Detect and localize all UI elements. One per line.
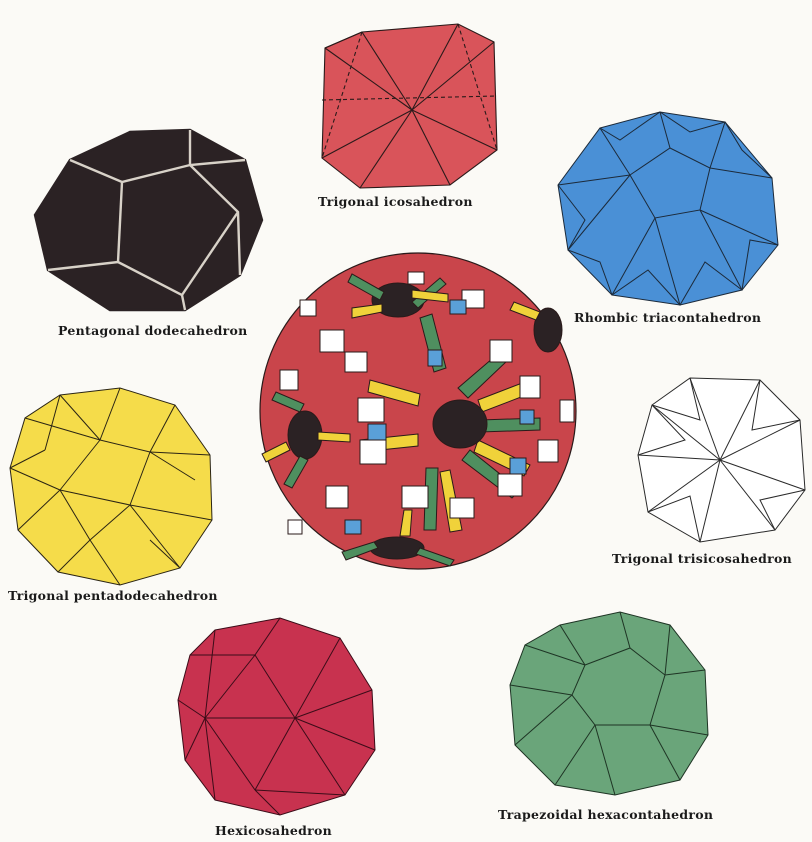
label-rhombic-triacontahedron: Rhombic triacontahedron — [574, 310, 761, 325]
label-trigonal-pentadodecahedron: Trigonal pentadodecahedron — [8, 588, 218, 603]
label-trigonal-icosahedron: Trigonal icosahedron — [318, 194, 473, 209]
label-trigonal-trisicosahedron: Trigonal trisicosahedron — [612, 551, 792, 566]
hexicosahedron-figure — [178, 618, 375, 815]
trigonal-icosahedron-figure — [322, 24, 497, 188]
trigonal-pentadodecahedron-figure — [10, 388, 212, 585]
trigonal-trisicosahedron-figure — [638, 378, 805, 542]
pentagonal-dodecahedron-figure — [35, 130, 262, 310]
rhombic-triacontahedron-figure — [558, 112, 778, 305]
trapezoidal-hexacontahedron-figure — [510, 612, 708, 795]
label-pentagonal-dodecahedron: Pentagonal dodecahedron — [58, 323, 248, 338]
label-trapezoidal-hexacontahedron: Trapezoidal hexacontahedron — [498, 807, 713, 822]
central-zonohedron-figure — [260, 253, 576, 569]
label-hexicosahedron: Hexicosahedron — [215, 823, 332, 838]
